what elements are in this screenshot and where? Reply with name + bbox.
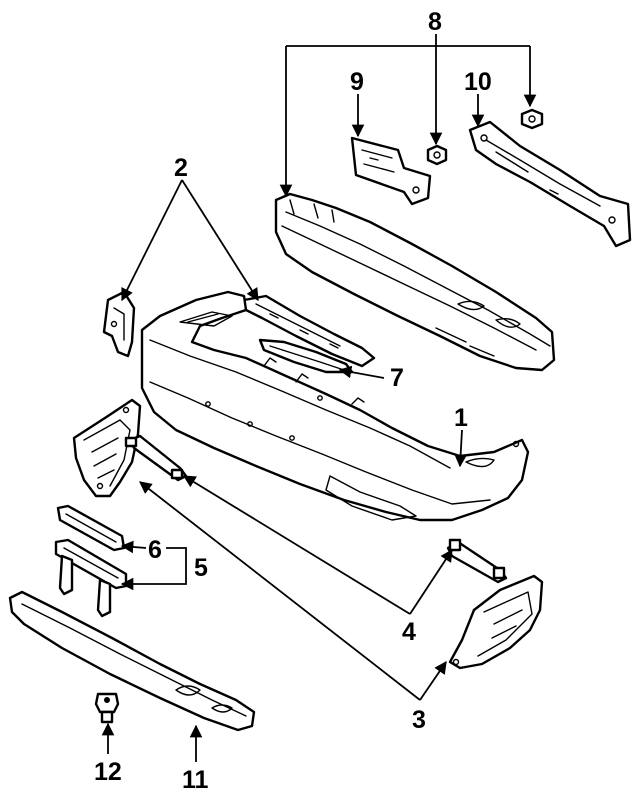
part-side-bracket-3-left xyxy=(72,398,142,498)
callout-2: 2 xyxy=(174,154,188,182)
callout-1: 1 xyxy=(454,404,468,432)
part-retainer-5 xyxy=(54,538,128,618)
part-side-bracket-3-right xyxy=(448,574,544,670)
callout-9: 9 xyxy=(350,68,364,96)
part-support-bracket-10 xyxy=(468,120,632,248)
callout-6: 6 xyxy=(148,536,162,564)
callout-5: 5 xyxy=(194,554,208,582)
callout-8: 8 xyxy=(428,8,442,36)
part-bracket-2-left xyxy=(102,290,136,358)
part-energy-absorber xyxy=(274,192,556,372)
part-rail-2 xyxy=(242,294,376,368)
callout-4: 4 xyxy=(402,618,416,646)
part-nut-8-right xyxy=(520,108,544,130)
part-rod-4-left xyxy=(124,434,188,482)
part-rod-4-right xyxy=(446,538,508,584)
part-lower-valance-11 xyxy=(8,590,256,732)
callout-10: 10 xyxy=(464,68,492,96)
callout-11: 11 xyxy=(182,766,209,794)
part-nut-8-center xyxy=(426,144,448,166)
part-clip-12 xyxy=(94,692,120,724)
leader-lines xyxy=(101,34,537,762)
part-plate-bracket-9 xyxy=(350,136,432,206)
callout-labels: 8 9 10 2 7 1 6 5 4 3 12 11 xyxy=(94,8,492,794)
callout-3: 3 xyxy=(412,706,426,734)
callout-7: 7 xyxy=(390,364,404,392)
part-bumper-cover-1 xyxy=(140,290,530,522)
callout-12: 12 xyxy=(94,758,122,786)
